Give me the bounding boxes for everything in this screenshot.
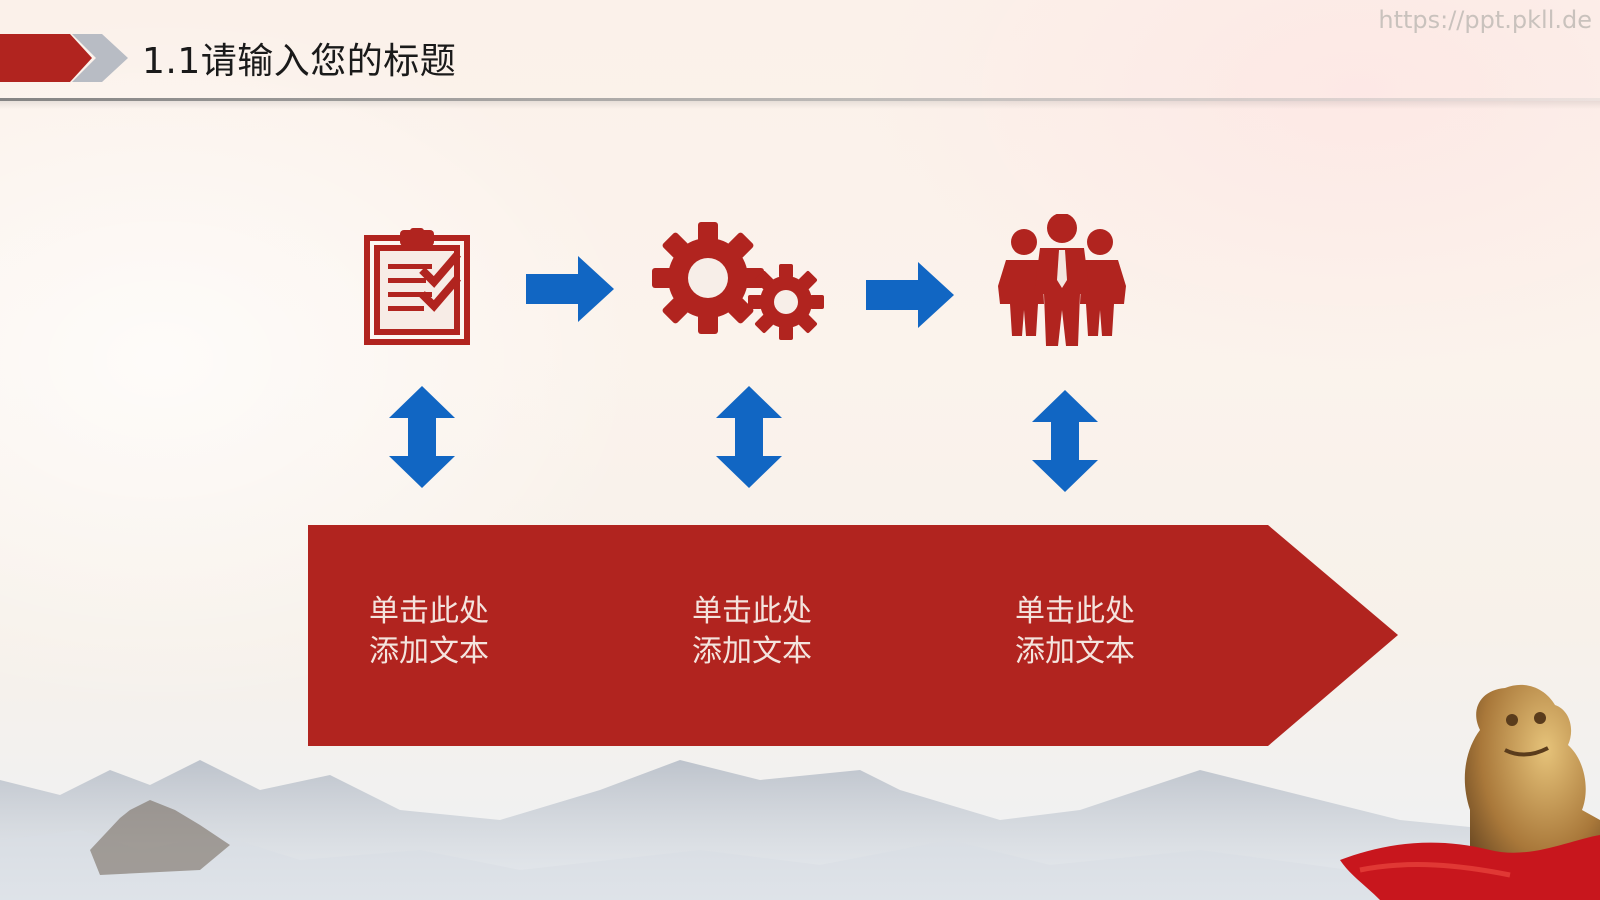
step-text-line: 添加文本 (692, 634, 812, 669)
page-title[interactable]: 1.1请输入您的标题 (142, 41, 457, 82)
up-down-arrow-icon (1032, 390, 1098, 492)
header-divider (0, 98, 1600, 101)
step-text-line: 单击此处 (1015, 594, 1135, 629)
step-text-1[interactable]: 单击此处 添加文本 (369, 592, 549, 672)
step-text-2[interactable]: 单击此处 添加文本 (692, 592, 872, 672)
step-text-line: 单击此处 (692, 594, 812, 629)
up-down-arrow-icon (716, 386, 782, 488)
header-shadow (0, 101, 1600, 109)
step-text-line: 添加文本 (369, 634, 489, 669)
title-chevron-red (0, 34, 92, 82)
mountain-landscape (0, 760, 1600, 900)
step-text-line: 添加文本 (1015, 634, 1135, 669)
step-text-line: 单击此处 (369, 594, 489, 629)
watermark-url: https://ppt.pkll.de (1378, 6, 1592, 34)
clipboard-checklist-icon (364, 228, 470, 345)
stone-lion-image (1340, 684, 1600, 900)
red-arrow-band (308, 525, 1398, 746)
up-down-arrow-icon (389, 386, 455, 488)
step-text-3[interactable]: 单击此处 添加文本 (1015, 592, 1195, 672)
right-arrow-icon (866, 262, 954, 328)
right-arrow-icon (526, 256, 614, 322)
team-icon (998, 214, 1126, 346)
title-chevron-gray (72, 34, 128, 82)
gears-icon (652, 222, 824, 340)
